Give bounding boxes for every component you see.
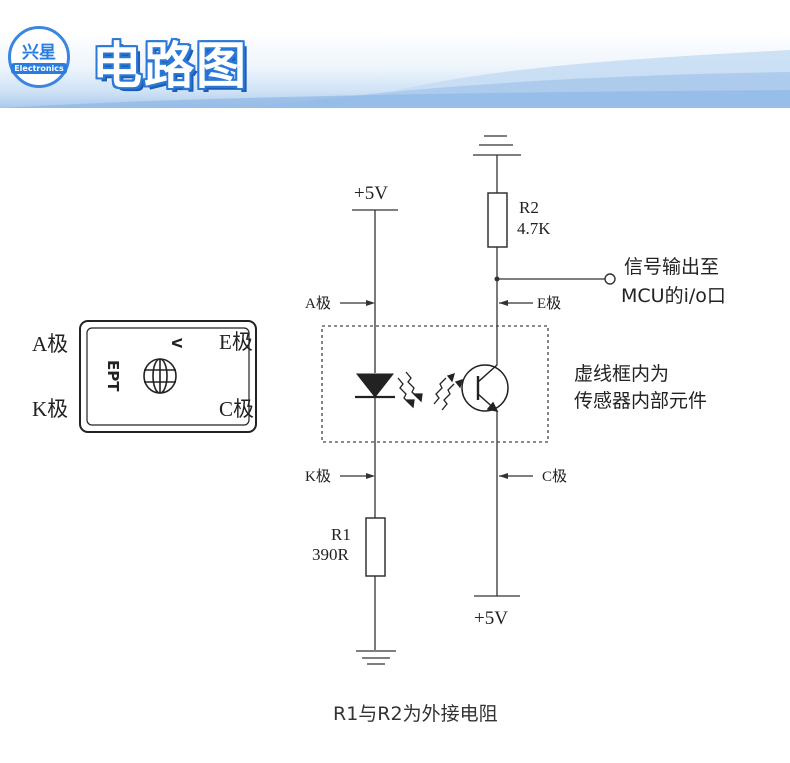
vcc-label-top: +5V xyxy=(354,183,388,204)
ground-symbol-top-icon xyxy=(473,135,521,156)
sensor-box-note-line2: 传感器内部元件 xyxy=(574,390,707,412)
resistor-r1 xyxy=(365,517,386,577)
signal-output-label-line1: 信号输出至 xyxy=(624,256,719,278)
sensor-boundary-box xyxy=(321,325,549,443)
r1-value: 390R xyxy=(312,545,350,564)
logo-chinese-text: 兴星 xyxy=(22,43,56,63)
package-marking: EPT xyxy=(104,360,122,392)
header-banner: 兴星 Electronics 电路图 xyxy=(0,0,790,108)
r2-name: R2 xyxy=(519,198,539,217)
sensor-package: EPT V xyxy=(79,320,257,433)
footer-note: R1与R2为外接电阻 xyxy=(333,703,498,725)
led-branch-wires xyxy=(340,209,398,650)
label-e-pole: E极 xyxy=(537,295,561,312)
light-receive-arrows-icon xyxy=(433,372,463,411)
phototransistor-icon xyxy=(461,364,509,413)
logo-english-text: Electronics xyxy=(11,63,67,74)
ground-symbol-left-icon xyxy=(356,650,396,665)
package-pin-k: K极 xyxy=(32,397,68,421)
package-pin-a: A极 xyxy=(32,332,68,356)
brand-logo: 兴星 Electronics xyxy=(8,26,70,88)
resistor-r2 xyxy=(487,192,508,248)
header-wave xyxy=(0,50,790,108)
vcc-label-bottom: +5V xyxy=(474,608,508,629)
r2-value: 4.7K xyxy=(517,219,551,238)
led-diode-icon xyxy=(355,373,395,399)
label-a-pole: A极 xyxy=(305,295,331,312)
sensor-box-note-line1: 虚线框内为 xyxy=(574,363,669,385)
label-k-pole: K极 xyxy=(305,468,331,485)
label-c-pole: C极 xyxy=(542,468,567,485)
page-title: 电路图 xyxy=(92,37,248,95)
globe-logo-icon xyxy=(143,358,177,394)
signal-output-label-line2: MCU的i/o口 xyxy=(621,285,726,307)
package-pin-c: C极 xyxy=(219,397,254,421)
package-marking-v: V xyxy=(168,338,183,348)
signal-output-terminal xyxy=(604,273,616,285)
light-emission-arrows-icon xyxy=(397,371,423,409)
r1-name: R1 xyxy=(331,525,351,544)
package-pin-e: E极 xyxy=(219,330,253,354)
